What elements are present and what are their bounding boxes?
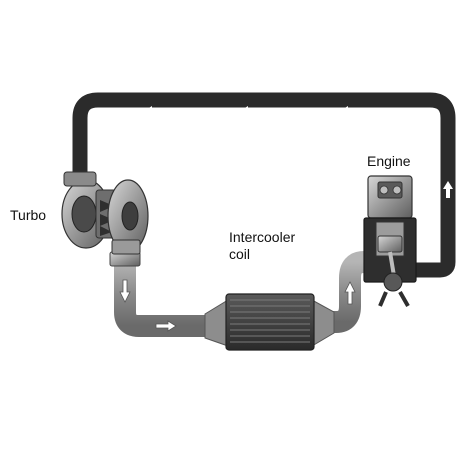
flow-arrow-icon: [144, 106, 453, 198]
exhaust-pipe: [72, 92, 456, 278]
intake-flow-arrows: [119, 279, 356, 332]
engine-cylinder-icon: [363, 175, 417, 307]
turbo-label: Turbo: [10, 207, 47, 223]
turbocharger-icon: [61, 171, 149, 255]
engine-label: Engine: [367, 153, 411, 169]
intercooler-icon: [225, 293, 315, 351]
intercooler-label: Intercooler: [229, 229, 296, 245]
intercooler-label-line2: coil: [229, 246, 251, 262]
